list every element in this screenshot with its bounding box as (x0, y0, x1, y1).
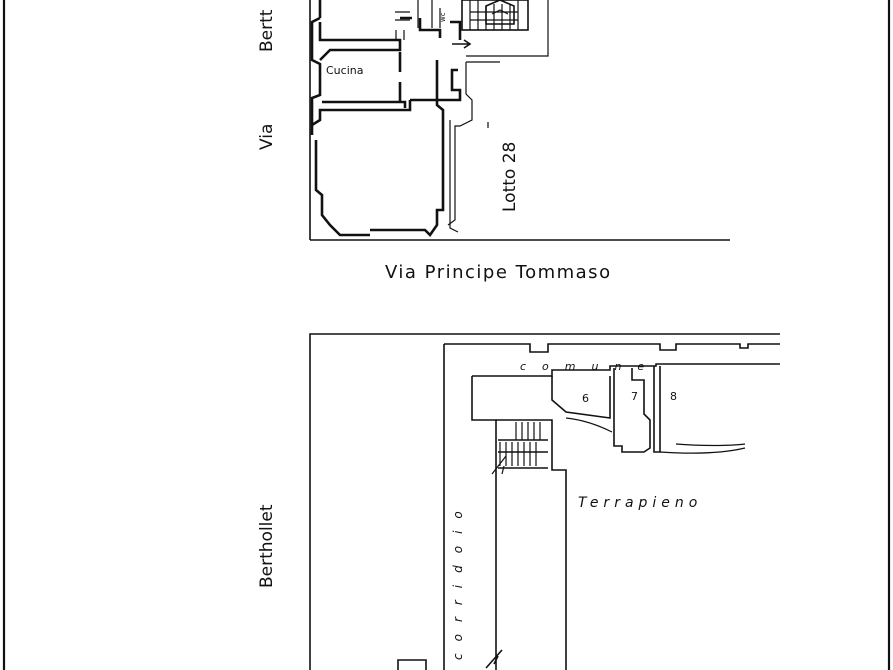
lower-bottom-fixtures (397, 649, 503, 670)
upper-lot-boundary (447, 0, 549, 226)
street-label-left-prefix: Via (257, 124, 277, 150)
lower-outline (309, 333, 780, 670)
lower-cellars (551, 366, 746, 454)
upper-floor-plan: Cucina wc Lotto 28 Via Bertt Via Princip… (257, 0, 730, 283)
upper-building-outline (310, 0, 445, 238)
room-label-kitchen: Cucina (326, 64, 363, 77)
street-label-left-rest: Bertt (257, 9, 277, 52)
cellar-label-8: 8 (670, 390, 677, 403)
lot-label: Lotto 28 (500, 142, 520, 212)
upper-bath-walls (395, 0, 441, 40)
upper-lot-inner-line (449, 120, 459, 233)
street-label-lower-left: Berthollet (257, 504, 277, 588)
label-terrapieno: Terrapieno (578, 495, 702, 511)
label-comune: comune (520, 360, 660, 373)
lower-top-wall (444, 343, 780, 353)
lower-corridor-walls (443, 344, 780, 670)
lower-floor-plan: 6 7 8 comune Terrapieno corridoio Bertho… (257, 333, 780, 670)
label-corridoio: corridoio (451, 499, 465, 660)
cellar-label-6: 6 (582, 392, 589, 405)
room-label-wc: wc (439, 12, 447, 22)
upper-internal-walls (322, 16, 462, 108)
cellar-label-7: 7 (631, 390, 638, 403)
upper-entry-arrow (452, 39, 472, 49)
street-label-bottom: Via Principe Tommaso (385, 262, 612, 283)
lower-stair-block (491, 419, 567, 670)
upper-stair-block (461, 0, 529, 31)
